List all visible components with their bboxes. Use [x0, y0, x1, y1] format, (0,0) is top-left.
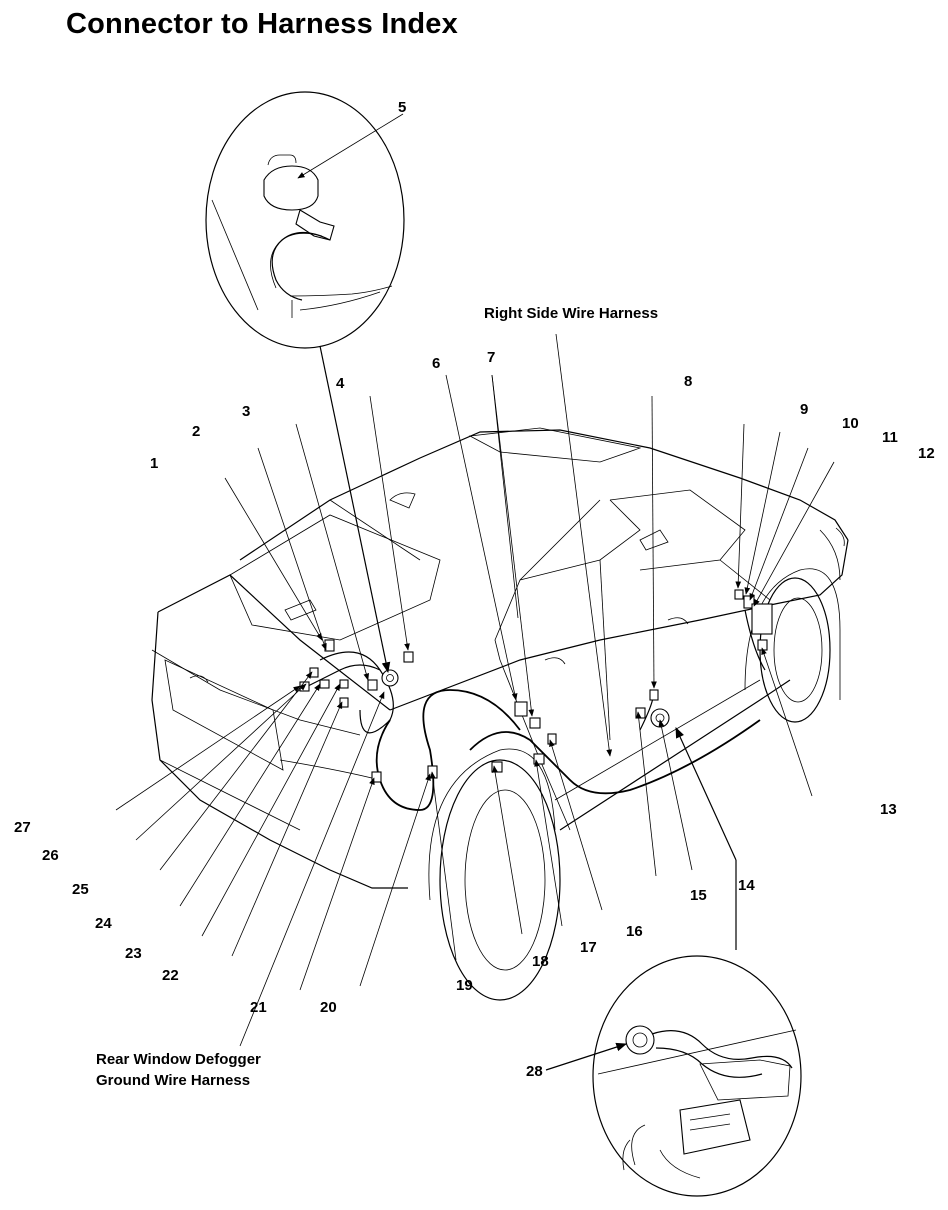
callout-28: 28	[526, 1063, 543, 1080]
callout-14: 14	[738, 877, 755, 894]
callout-20: 20	[320, 999, 337, 1016]
callout-23: 23	[125, 945, 142, 962]
callout-2: 2	[192, 423, 200, 440]
callout-21: 21	[250, 999, 267, 1016]
callout-24: 24	[95, 915, 112, 932]
callout-1: 1	[150, 455, 158, 472]
callout-6: 6	[432, 355, 440, 372]
callout-13: 13	[880, 801, 897, 818]
connector-group	[299, 589, 773, 783]
label-rear-defogger-line1: Rear Window Defogger	[96, 1051, 261, 1068]
wire-harness	[299, 609, 766, 811]
callout-17: 17	[580, 939, 597, 956]
callout-16: 16	[626, 923, 643, 940]
callout-25: 25	[72, 881, 89, 898]
label-rear-defogger-line2: Ground Wire Harness	[96, 1072, 251, 1089]
callout-3: 3	[242, 403, 250, 420]
callout-12: 12	[918, 445, 935, 462]
callout-5: 5	[398, 99, 406, 116]
leader-lines	[115, 113, 835, 1071]
label-right-side-wire-harness: Right Side Wire Harness	[484, 305, 659, 322]
callout-26: 26	[42, 847, 59, 864]
callout-8: 8	[684, 373, 692, 390]
callout-11: 11	[882, 429, 898, 446]
callout-numbers: 1 2 3 4 5 6 7 8 9 10 11 12 13 14 15 16 1…	[14, 99, 935, 1080]
detail-circle-bottom	[592, 955, 802, 1197]
callout-7: 7	[487, 349, 495, 366]
callout-4: 4	[336, 375, 345, 392]
car-outline	[151, 427, 849, 1001]
callout-9: 9	[800, 401, 808, 418]
detail-circle-top	[205, 91, 405, 349]
page-title: Connector to Harness Index	[66, 8, 458, 40]
callout-18: 18	[532, 953, 549, 970]
callout-19: 19	[456, 977, 473, 994]
callout-15: 15	[690, 887, 707, 904]
callout-27: 27	[14, 819, 31, 836]
callout-10: 10	[842, 415, 859, 432]
callout-22: 22	[162, 967, 179, 984]
